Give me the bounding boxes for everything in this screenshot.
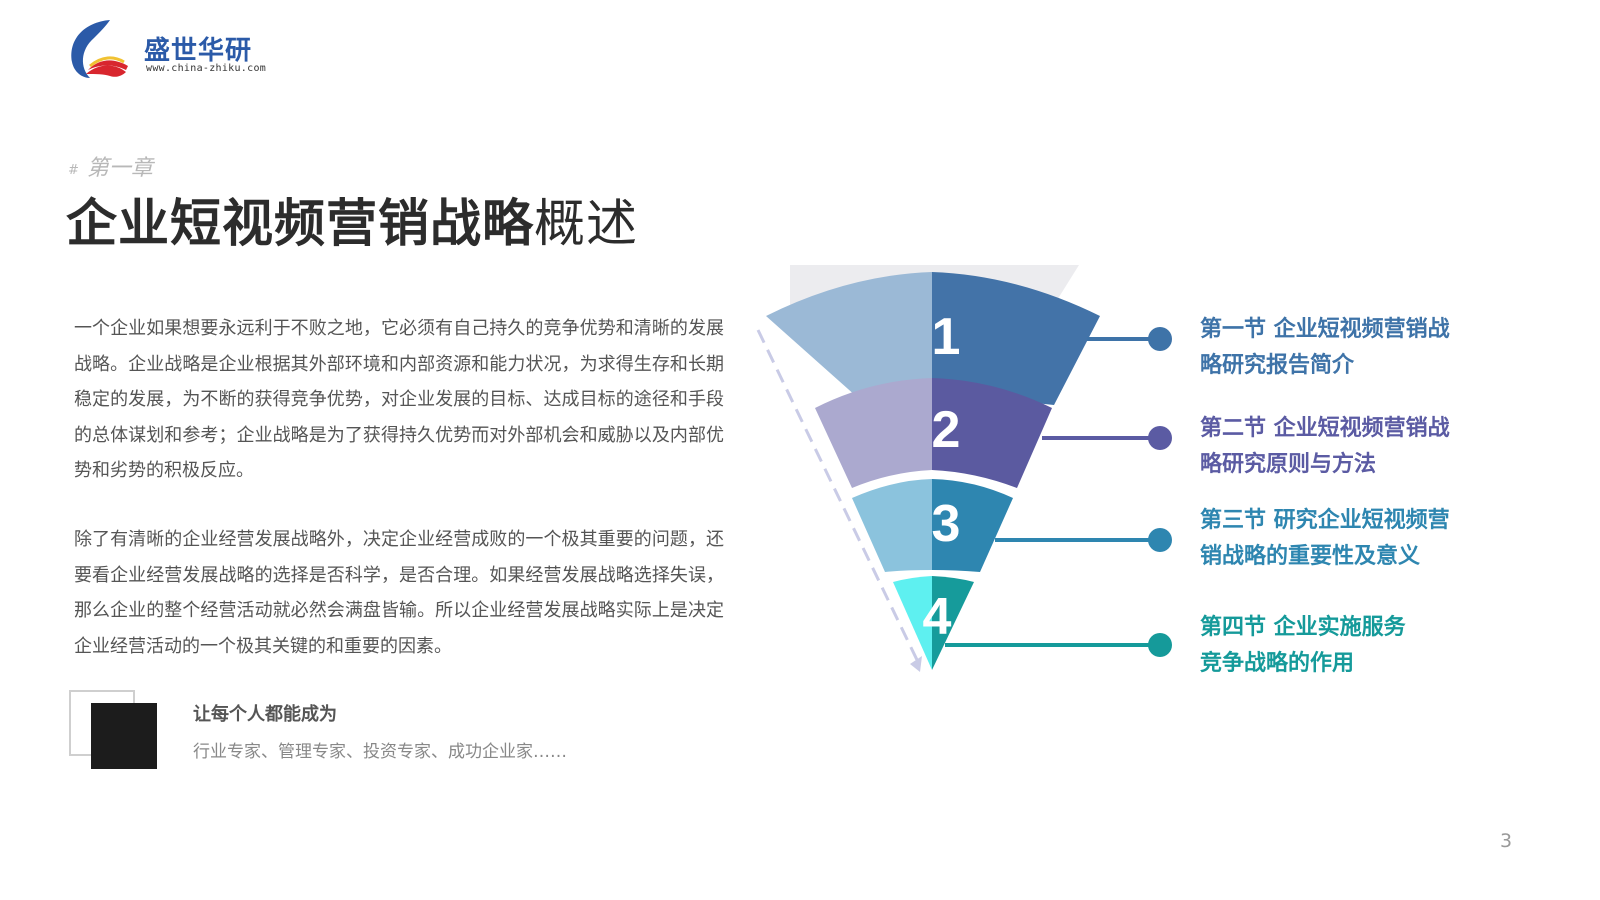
connector-dot-1 xyxy=(1148,327,1172,351)
funnel-layer-2-right xyxy=(932,378,1052,488)
funnel-number-3: 3 xyxy=(932,495,961,553)
funnel-label-2-line-1: 第二节 企业短视频营销战 xyxy=(1200,416,1450,441)
funnel-label-3: 第三节 研究企业短视频营 销战略的重要性及意义 xyxy=(1200,503,1500,575)
funnel-layer-4-left xyxy=(893,576,932,670)
hash-mark: # xyxy=(68,163,79,178)
funnel-number-2: 2 xyxy=(932,401,961,459)
page-title-main: 企业短视频营销战略 xyxy=(66,195,535,254)
funnel-label-1-line-2: 略研究报告简介 xyxy=(1200,353,1355,378)
book-logo-icon xyxy=(71,20,128,78)
motto-subtitle: 行业专家、管理专家、投资专家、成功企业家…… xyxy=(193,742,567,762)
funnel-label-4: 第四节 企业实施服务 竞争战略的作用 xyxy=(1200,610,1500,682)
page-title-sub: 概述 xyxy=(534,195,639,254)
funnel-label-3-line-1: 第三节 研究企业短视频营 xyxy=(1200,508,1450,533)
brand-name: 盛世华研 xyxy=(144,36,253,66)
motto-filled-square xyxy=(91,703,157,769)
funnel-label-1: 第一节 企业短视频营销战 略研究报告简介 xyxy=(1200,312,1500,384)
connector-dot-2 xyxy=(1148,426,1172,450)
funnel-layer-3-left xyxy=(852,479,932,572)
funnel-layer-1-right xyxy=(932,272,1100,405)
connector-dot-3 xyxy=(1148,528,1172,552)
chapter-label-row: # 第一章 xyxy=(68,150,153,182)
funnel-dashed-arrow xyxy=(756,329,920,663)
connector-dot-4 xyxy=(1148,633,1172,657)
funnel-label-2-line-2: 略研究原则与方法 xyxy=(1200,452,1377,477)
funnel-label-2: 第二节 企业短视频营销战 略研究原则与方法 xyxy=(1200,411,1500,483)
funnel-layer-2-left xyxy=(815,378,932,488)
motto-title: 让每个人都能成为 xyxy=(193,704,337,725)
funnel-layer-4-right xyxy=(932,576,974,670)
page-title: 企业短视频营销战略概述 xyxy=(66,182,638,256)
funnel-number-1: 1 xyxy=(932,308,961,366)
chapter-label: 第一章 xyxy=(86,156,153,181)
brand-logo: 盛世华研 www.china-zhiku.com xyxy=(66,16,296,86)
body-paragraph-2: 除了有清晰的企业经营发展战略外，决定企业经营成败的一个极其重要的问题，还要看企业… xyxy=(74,529,724,657)
page-number: 3 xyxy=(1500,830,1513,852)
brand-url: www.china-zhiku.com xyxy=(146,63,267,74)
funnel-layer-1-left xyxy=(766,272,932,405)
funnel-label-4-line-1: 第四节 企业实施服务 xyxy=(1200,615,1406,640)
funnel-label-3-line-2: 销战略的重要性及意义 xyxy=(1200,544,1421,569)
funnel-label-4-line-2: 竞争战略的作用 xyxy=(1200,651,1355,676)
arrow-head-icon xyxy=(910,656,922,672)
body-paragraph-1: 一个企业如果想要永远利于不败之地，它必须有自己持久的竞争优势和清晰的发展战略。企… xyxy=(74,318,724,481)
funnel-layer-3-right xyxy=(932,479,1013,572)
funnel-number-4: 4 xyxy=(923,588,952,646)
funnel-label-1-line-1: 第一节 企业短视频营销战 xyxy=(1200,317,1450,342)
